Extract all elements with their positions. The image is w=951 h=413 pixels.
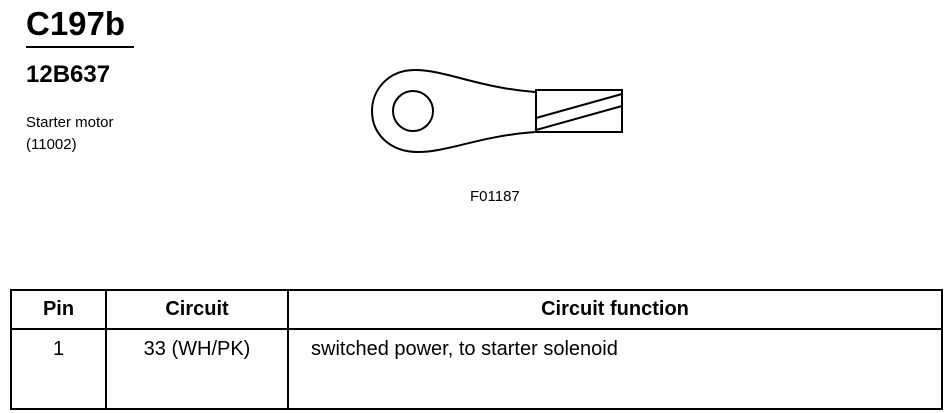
crimp-stripe-upper	[535, 93, 623, 119]
crimp-barrel	[535, 89, 623, 133]
pin-table: Pin Circuit Circuit function 1 33 (WH/PK…	[10, 289, 943, 410]
cell-circuit-function: switched power, to starter solenoid	[287, 328, 943, 410]
title-underline	[26, 46, 134, 48]
crimp-stripe-lower	[535, 105, 623, 131]
part-number: 12B637	[26, 61, 111, 88]
table-header-row: Pin Circuit Circuit function	[10, 289, 943, 330]
ring-terminal-outline	[370, 68, 536, 154]
header-circuit: Circuit	[105, 289, 289, 330]
ring-terminal-icon	[370, 68, 623, 154]
figure-code: F01187	[470, 188, 520, 205]
table-row: 1 33 (WH/PK) switched power, to starter …	[10, 328, 943, 410]
connector-id: C197b	[26, 5, 126, 42]
header-pin: Pin	[10, 289, 107, 330]
cell-circuit: 33 (WH/PK)	[105, 328, 289, 410]
component-name: Starter motor	[26, 114, 114, 131]
header-circuit-function: Circuit function	[287, 289, 943, 330]
cell-pin: 1	[10, 328, 107, 410]
ring-terminal-hole	[392, 90, 434, 132]
component-code: (11002)	[26, 136, 77, 153]
